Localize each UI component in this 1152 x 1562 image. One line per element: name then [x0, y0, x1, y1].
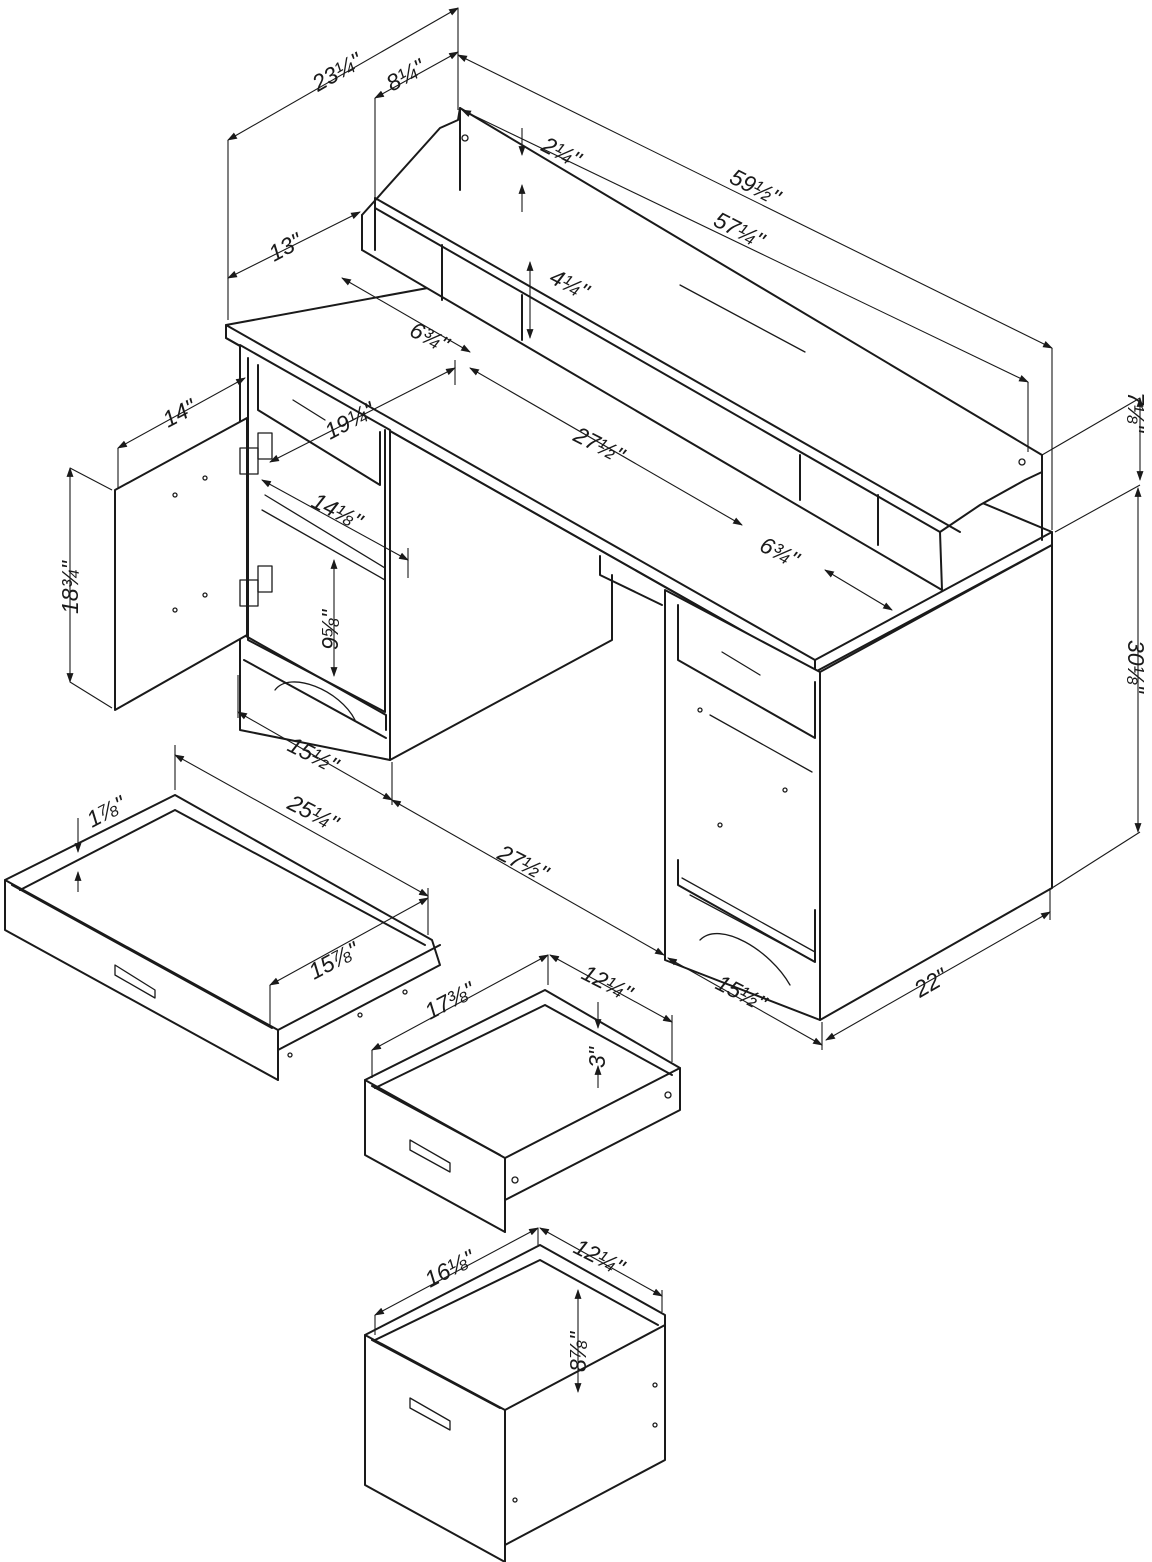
label-desk-depth: 22" [909, 962, 954, 1003]
label-door-height: 18¾" [57, 559, 83, 614]
keyboard-drawer [4, 794, 441, 1081]
label-cabinet-door-width: 14" [158, 393, 202, 433]
label-kneehole-width: 27½" [493, 839, 554, 887]
hinge-icon [257, 565, 273, 593]
cabinet-door [114, 417, 248, 711]
modesty-panel [389, 555, 663, 761]
small-drawer [364, 989, 681, 1233]
hinge-icon [239, 447, 259, 475]
dimension-lines [66, 7, 1144, 1393]
label-shelf-gap: 9⅝" [317, 608, 343, 650]
label-small-drawer-length: 12¼" [578, 959, 639, 1007]
label-overall-width: 59½" [726, 163, 787, 211]
hinge-icon [239, 579, 259, 607]
label-small-drawer-depth: 3" [584, 1045, 610, 1068]
label-overall-depth: 23¼" [307, 46, 368, 96]
label-hutch-shelf-width: 57¼" [710, 206, 771, 254]
right-pedestal [664, 544, 1053, 1021]
handle-icon [114, 964, 156, 999]
file-drawer [364, 1244, 666, 1562]
label-small-drawer-width: 17⅜" [420, 976, 481, 1025]
label-file-drawer-depth: 8⅞" [565, 1330, 591, 1372]
label-keyboard-drawer-width: 25¼" [283, 789, 344, 837]
handle-icon [409, 1139, 451, 1173]
handle-icon [409, 1397, 451, 1431]
label-hutch-height-left: 13" [264, 227, 308, 267]
label-hutch-height: 7⅛" [1123, 392, 1149, 434]
label-desk-height: 30⅛" [1123, 640, 1149, 695]
